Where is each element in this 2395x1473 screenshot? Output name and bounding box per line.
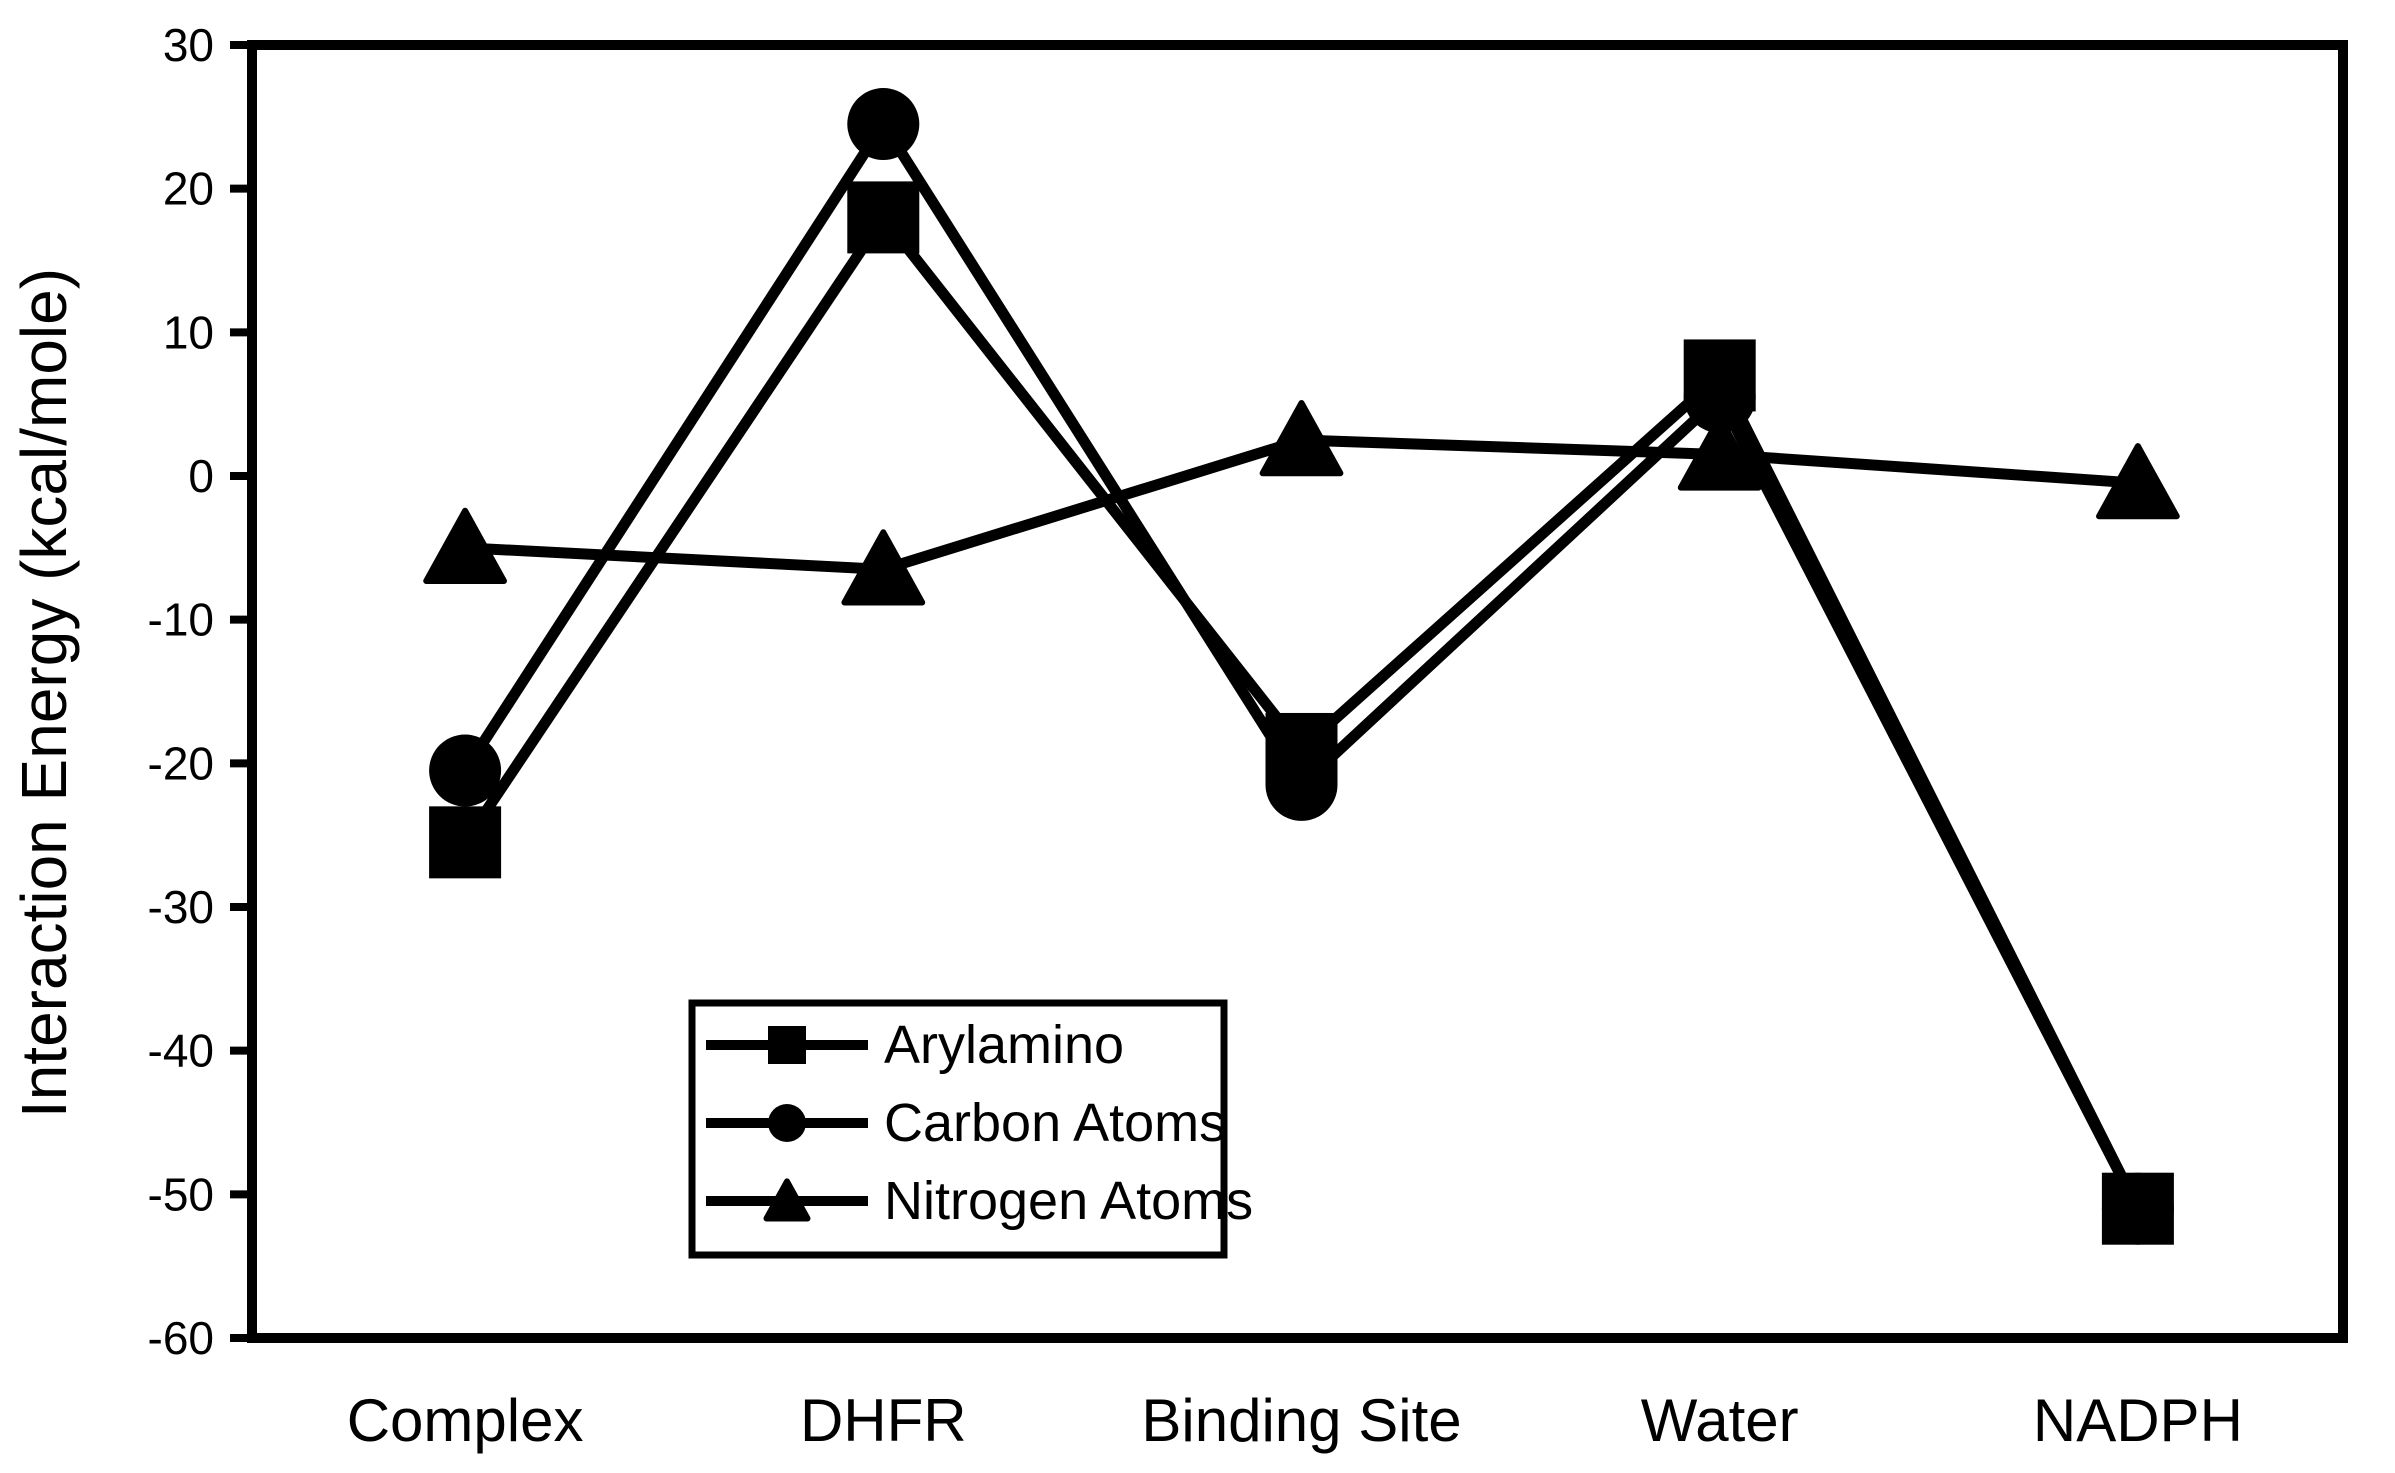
series-markers-nitrogen-atoms <box>423 400 2180 606</box>
triangle-marker <box>1259 400 1344 477</box>
x-axis-label: DHFR <box>800 1387 967 1454</box>
y-axis-title: Interaction Energy (kcal/mole) <box>8 268 80 1118</box>
x-axis-label: Binding Site <box>1141 1387 1461 1454</box>
y-axis-tick-label: 20 <box>163 163 214 215</box>
circle-marker <box>2101 1172 2174 1245</box>
legend-label: Arylamino <box>884 1015 1124 1075</box>
circle-marker <box>429 734 502 807</box>
x-axis: Complex DHFR Binding Site Water NADPH <box>347 1387 2243 1454</box>
legend-label: Carbon Atoms <box>884 1093 1226 1153</box>
square-marker <box>429 806 502 879</box>
circle-marker <box>1265 748 1338 821</box>
x-axis-label: NADPH <box>2033 1387 2243 1454</box>
triangle-marker <box>841 529 926 606</box>
y-axis-tick-label: -40 <box>148 1025 214 1077</box>
legend-entry: Arylamino <box>706 1015 1124 1075</box>
y-axis-tick-label: -60 <box>148 1312 214 1364</box>
y-axis-tick-label: -20 <box>148 737 214 789</box>
circle-marker <box>847 88 920 161</box>
square-marker <box>768 1026 806 1064</box>
triangle-marker <box>763 1178 811 1222</box>
circle-marker <box>768 1104 806 1142</box>
circle-marker <box>1683 360 1756 433</box>
legend-entry: Carbon Atoms <box>706 1093 1226 1153</box>
square-marker <box>847 181 920 254</box>
triangle-marker <box>423 507 507 584</box>
y-axis-tick-label: 30 <box>163 19 214 71</box>
legend-entry: Nitrogen Atoms <box>706 1171 1253 1231</box>
series-markers-carbon-atoms <box>429 88 2174 1245</box>
y-axis-tick-label: -10 <box>148 594 214 646</box>
y-axis-tick-label: -30 <box>148 881 214 933</box>
x-axis-label: Complex <box>347 1387 584 1454</box>
triangle-marker <box>1677 414 1762 491</box>
plot-border <box>247 40 2348 1343</box>
legend-label: Nitrogen Atoms <box>884 1171 1253 1231</box>
x-axis-label: Water <box>1641 1387 1799 1454</box>
y-axis: -60 -50 -40 -30 -20 -10 0 10 20 30 <box>148 19 252 1364</box>
y-axis-tick-label: 0 <box>188 450 214 502</box>
triangle-marker <box>2096 443 2180 520</box>
y-axis-tick-label: 10 <box>163 306 214 358</box>
y-axis-tick-label: -50 <box>148 1168 214 1220</box>
